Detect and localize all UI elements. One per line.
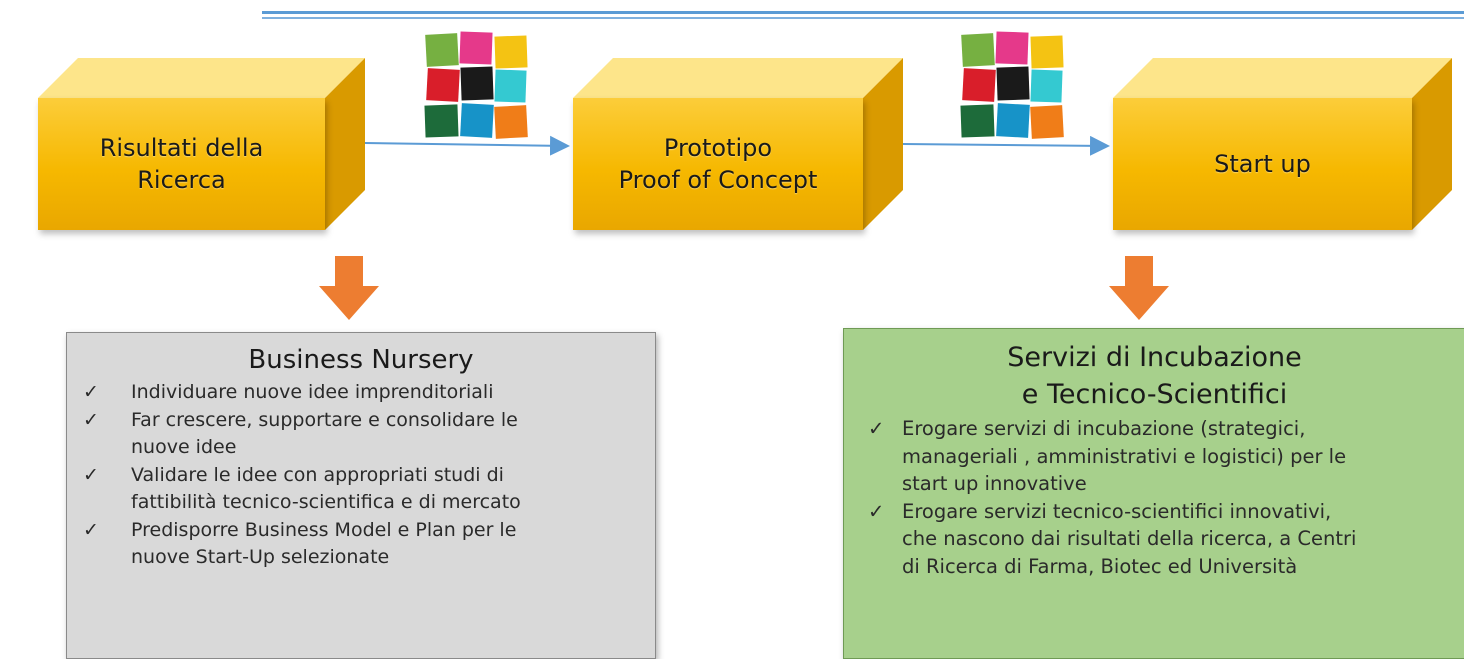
check-icon: ✓ bbox=[868, 499, 885, 523]
list-item-text: che nascono dai risultati della ricerca,… bbox=[902, 527, 1357, 550]
down-arrow-icon bbox=[319, 256, 379, 320]
list-item-text: Validare le idee con appropriati studi d… bbox=[131, 463, 504, 486]
connector-arrow-2 bbox=[902, 135, 1110, 156]
box-depth-shading bbox=[38, 58, 365, 230]
panel-title-line: Servizi di Incubazione bbox=[1007, 342, 1302, 373]
list-item-text: fattibilità tecnico-scientifica e di mer… bbox=[131, 491, 521, 513]
business-nursery-panel: Business Nursery ✓ Individuare nuove ide… bbox=[66, 332, 656, 659]
list-item-text: Erogare servizi di incubazione (strategi… bbox=[902, 417, 1306, 440]
check-icon: ✓ bbox=[868, 417, 885, 440]
box-label-line: Ricerca bbox=[137, 166, 226, 194]
box-label-line: Risultati della bbox=[99, 134, 264, 162]
panel-title: Business Nursery bbox=[248, 345, 474, 375]
list-item: ✓ Erogare servizi di incubazione (strate… bbox=[868, 415, 1455, 498]
box-face: Risultati della Ricerca bbox=[38, 98, 325, 230]
top-rule-secondary bbox=[262, 17, 1464, 19]
connector-arrow-1 bbox=[364, 135, 570, 156]
stage-box-prototype: Prototipo Proof of Concept bbox=[573, 58, 903, 230]
box-depth-shading bbox=[1113, 58, 1452, 230]
list-item-text: Individuare nuove idee imprenditoriali bbox=[131, 381, 494, 403]
stage-box-startup: Start up bbox=[1113, 58, 1452, 230]
box-depth-shading bbox=[573, 58, 903, 230]
top-rule bbox=[262, 11, 1464, 14]
list-item-text: di Ricerca di Farma, Biotec ed Universit… bbox=[902, 554, 1298, 578]
list-item-text: start up innovative bbox=[902, 472, 1087, 495]
panel-title-line: e Tecnico-Scientifici bbox=[1021, 379, 1288, 410]
check-icon: ✓ bbox=[83, 381, 99, 403]
stage-box-research-results: Risultati della Ricerca bbox=[38, 58, 365, 230]
nursery-list: ✓ Individuare nuove idee imprenditoriali… bbox=[67, 377, 655, 572]
box-label-line: Start up bbox=[1214, 150, 1311, 178]
incubation-list: ✓ Erogare servizi di incubazione (strate… bbox=[844, 413, 1464, 580]
list-item-text: Far crescere, supportare e consolidare l… bbox=[131, 408, 518, 431]
list-item-text: nuove Start-Up selezionate bbox=[131, 546, 390, 568]
list-item: ✓ Erogare servizi tecnico-scientifici in… bbox=[868, 498, 1455, 581]
list-item-text: manageriali , amministrativi e logistici… bbox=[902, 444, 1347, 468]
check-icon: ✓ bbox=[83, 518, 99, 541]
tile-logo-icon bbox=[424, 31, 528, 139]
check-icon: ✓ bbox=[83, 463, 99, 486]
panel-title: Servizi di Incubazione e Tecnico-Scienti… bbox=[844, 329, 1464, 413]
box-face: Prototipo Proof of Concept bbox=[573, 98, 863, 230]
box-label-line: Prototipo bbox=[663, 134, 773, 162]
list-item-text: Predisporre Business Model e Plan per le bbox=[131, 518, 517, 541]
list-item: ✓ Validare le idee con appropriati studi… bbox=[83, 462, 645, 517]
list-item-text: nuove idee bbox=[131, 436, 237, 458]
box-face: Start up bbox=[1113, 98, 1412, 230]
check-icon: ✓ bbox=[83, 408, 99, 431]
tile-logo-icon bbox=[960, 31, 1064, 139]
incubation-services-panel: Servizi di Incubazione e Tecnico-Scienti… bbox=[843, 328, 1464, 659]
list-item-text: Erogare servizi tecnico-scientifici inno… bbox=[902, 499, 1332, 523]
list-item: ✓ Individuare nuove idee imprenditoriali bbox=[83, 379, 645, 407]
down-arrow-icon bbox=[1109, 256, 1169, 320]
list-item: ✓ Far crescere, supportare e consolidare… bbox=[83, 407, 645, 462]
box-label-line: Proof of Concept bbox=[618, 166, 818, 194]
list-item: ✓ Predisporre Business Model e Plan per … bbox=[83, 517, 645, 572]
